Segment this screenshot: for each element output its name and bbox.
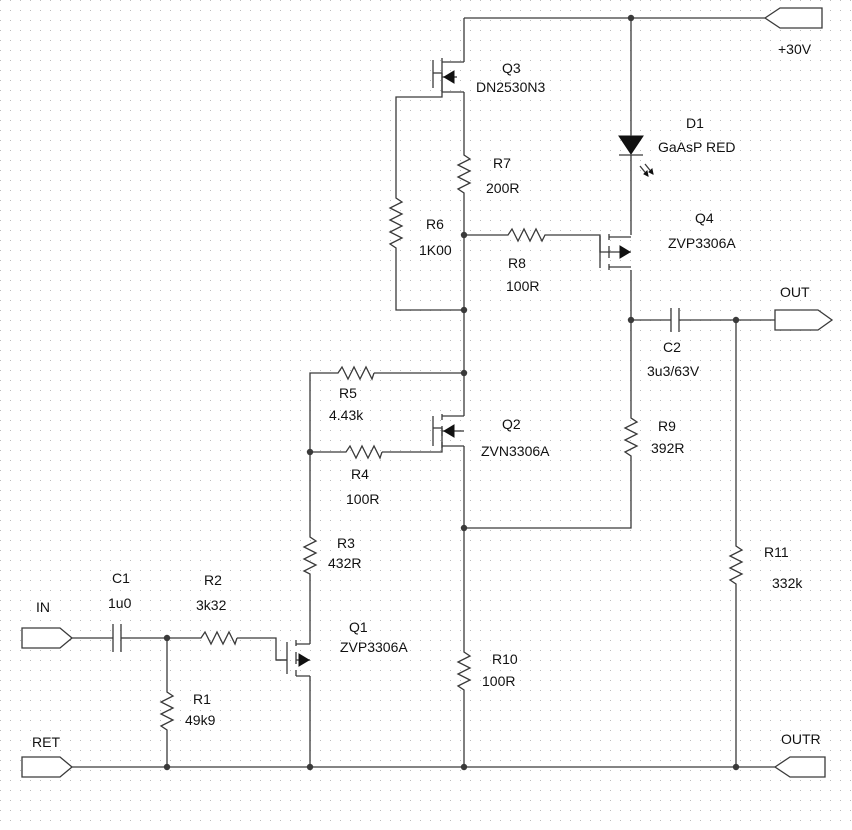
- resistor-r2: [193, 630, 238, 646]
- port-label-outr: OUTR: [781, 731, 821, 747]
- resistor-r3: [302, 527, 318, 577]
- port-label-out: OUT: [780, 284, 810, 300]
- q3-ref: Q3: [502, 60, 521, 76]
- q2-value: ZVN3306A: [481, 443, 550, 459]
- r3-value: 432R: [328, 555, 361, 571]
- r9-value: 392R: [651, 440, 684, 456]
- capacitor-c2: [666, 308, 684, 332]
- q3-value: DN2530N3: [476, 79, 545, 95]
- d1-ref: D1: [686, 115, 704, 131]
- c2-ref: C2: [663, 339, 681, 355]
- resistor-r5: [330, 365, 375, 381]
- labels: +30V IN RET OUT OUTR Q3 DN2530N3 D1 GaAs…: [32, 41, 821, 750]
- r9-ref: R9: [658, 418, 676, 434]
- resistor-r1: [159, 680, 175, 734]
- r3-ref: R3: [337, 535, 355, 551]
- resistor-r8: [500, 227, 548, 243]
- junction-dots: [163, 14, 740, 771]
- c1-ref: C1: [112, 570, 130, 586]
- resistor-r7: [456, 145, 472, 199]
- capacitor-c1: [112, 624, 130, 652]
- mosfet-q4: [599, 234, 631, 270]
- mosfet-q2: [432, 414, 464, 448]
- r8-ref: R8: [508, 255, 526, 271]
- q4-value: ZVP3306A: [668, 235, 736, 251]
- r7-value: 200R: [486, 180, 519, 196]
- port-ret: [21, 756, 74, 778]
- q1-value: ZVP3306A: [340, 639, 408, 655]
- port-label-ret: RET: [32, 734, 60, 750]
- resistor-r9: [623, 406, 639, 462]
- c2-value: 3u3/63V: [647, 363, 700, 379]
- mosfet-q1: [276, 640, 310, 677]
- r7-ref: R7: [493, 155, 511, 171]
- port-in: [21, 627, 74, 649]
- resistor-r11: [728, 534, 744, 590]
- port-label-vplus: +30V: [778, 41, 812, 57]
- q4-ref: Q4: [695, 210, 714, 226]
- r5-ref: R5: [339, 385, 357, 401]
- r10-value: 100R: [482, 673, 515, 689]
- port-vplus: [763, 7, 823, 29]
- r2-value: 3k32: [196, 597, 227, 613]
- c1-value: 1u0: [108, 595, 132, 611]
- port-out: [774, 309, 834, 331]
- r2-ref: R2: [204, 572, 222, 588]
- r1-ref: R1: [193, 691, 211, 707]
- r6-value: 1K00: [419, 242, 452, 258]
- resistor-r6: [388, 186, 404, 258]
- r6-ref: R6: [426, 216, 444, 232]
- led-d1: [618, 118, 654, 177]
- r4-value: 100R: [346, 491, 379, 507]
- resistor-r10: [456, 640, 472, 694]
- mosfet-q3: [432, 58, 464, 93]
- r10-ref: R10: [492, 651, 518, 667]
- r11-ref: R11: [764, 544, 789, 560]
- port-outr: [773, 756, 826, 778]
- q1-ref: Q1: [349, 619, 368, 635]
- d1-value: GaAsP RED: [658, 139, 736, 155]
- r8-value: 100R: [506, 278, 539, 294]
- r11-value: 332k: [772, 575, 803, 591]
- resistor-r4: [338, 444, 383, 460]
- q2-ref: Q2: [502, 416, 521, 432]
- port-label-in: IN: [36, 599, 50, 615]
- r4-ref: R4: [351, 466, 369, 482]
- r5-value: 4.43k: [329, 407, 364, 423]
- r1-value: 49k9: [185, 712, 216, 728]
